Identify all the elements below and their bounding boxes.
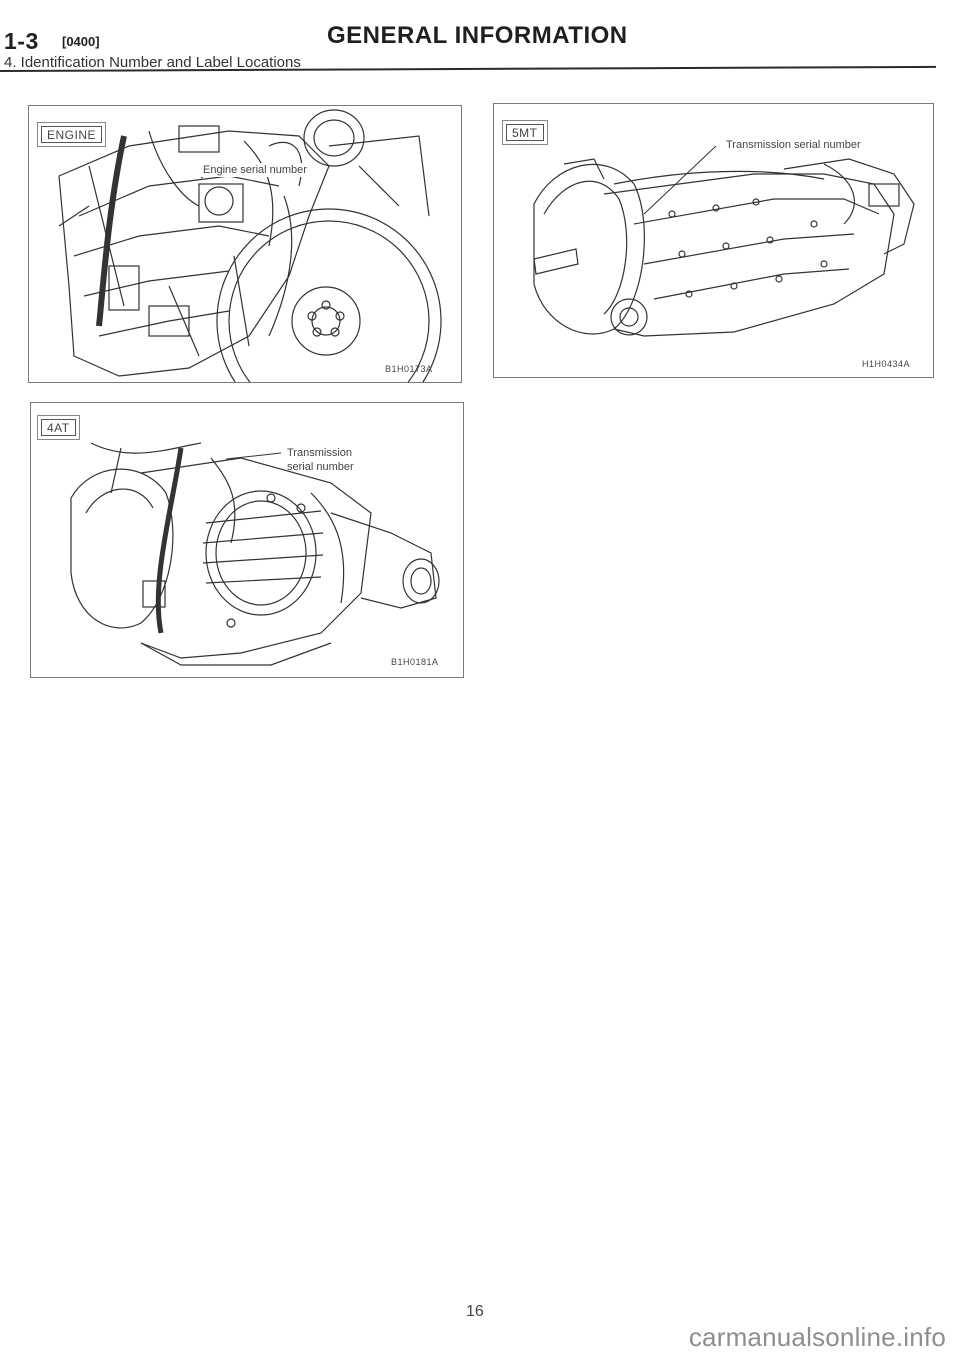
figure-code-engine: B1H0173A <box>385 364 433 374</box>
figure-5mt: 5MT Transmission serial number H1H0434A <box>493 103 934 378</box>
section-subtitle: 4. Identification Number and Label Locat… <box>4 54 301 71</box>
manual-transmission-illustration <box>533 145 915 337</box>
section-code: [0400] <box>62 34 100 49</box>
figure-code-4at: B1H0181A <box>391 657 439 667</box>
figure-code-5mt: H1H0434A <box>862 359 911 369</box>
page-number: 16 <box>466 1303 484 1320</box>
automatic-transmission-illustration <box>70 442 440 666</box>
section-title: GENERAL INFORMATION <box>327 22 628 49</box>
watermark: carmanualsonline.info <box>688 1322 946 1352</box>
figure-tag-5mt: 5MT <box>502 120 547 145</box>
engine-serial-callout: Engine serial number <box>201 163 309 177</box>
section-number: 1-3 <box>4 28 39 54</box>
figure-engine: ENGINE Engine serial number B1H0173A <box>28 105 462 383</box>
engine-illustration <box>58 109 442 382</box>
figure-4at: 4AT Transmission serial number B1H0181A <box>30 402 464 678</box>
transmission-serial-callout-5mt: Transmission serial number <box>726 139 861 151</box>
figure-tag-4at: 4AT <box>37 415 80 440</box>
figure-tag-engine: ENGINE <box>36 122 107 147</box>
transmission-serial-callout-4at: Transmission serial number <box>287 447 354 473</box>
